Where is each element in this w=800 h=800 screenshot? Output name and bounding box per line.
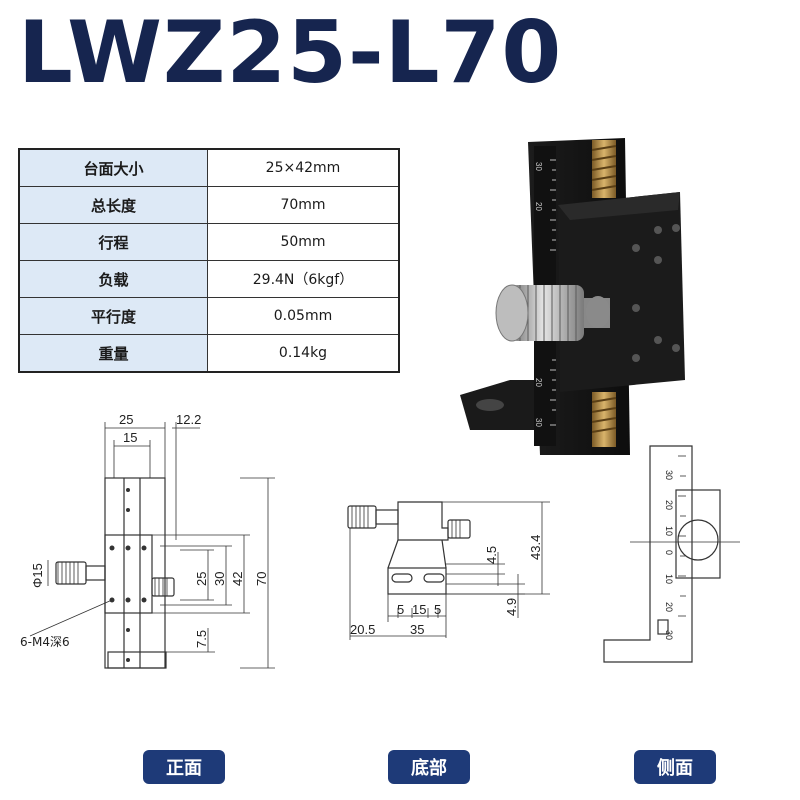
dim-label: 70 <box>254 572 269 586</box>
spec-row: 重量 0.14kg <box>18 334 400 373</box>
spec-value: 0.14kg <box>207 334 400 373</box>
dim-label: 43.4 <box>528 535 543 560</box>
front-view-button[interactable]: 正面 <box>143 750 225 784</box>
front-view-drawing: 25 12.2 15 Φ15 25 30 42 70 7.5 6-M4深6 <box>20 412 275 669</box>
spec-value: 25×42mm <box>207 148 400 187</box>
dim-label: 4.9 <box>504 598 519 616</box>
scale-label: 0 <box>664 550 674 555</box>
scale-label: 20 <box>664 500 674 510</box>
spec-label: 负载 <box>18 260 208 298</box>
spec-value: 0.05mm <box>207 297 400 335</box>
dim-label: 5 <box>397 602 404 617</box>
spec-label: 行程 <box>18 223 208 261</box>
side-view-drawing: 30 20 10 0 10 20 30 <box>603 445 740 663</box>
spec-label: 重量 <box>18 334 208 373</box>
scale-label: 10 <box>664 526 674 536</box>
spec-value: 29.4N（6kgf） <box>207 260 400 298</box>
dim-label: 15 <box>123 430 137 445</box>
product-title: LWZ25-L70 <box>18 3 563 103</box>
scale-label: 10 <box>664 574 674 584</box>
side-view-button[interactable]: 侧面 <box>634 750 716 784</box>
spec-label: 总长度 <box>18 186 208 224</box>
dim-label: 25 <box>194 572 209 586</box>
dim-label: 20.5 <box>350 622 375 637</box>
dim-label: 35 <box>410 622 424 637</box>
dim-label: Φ15 <box>30 563 45 588</box>
spec-label: 平行度 <box>18 297 208 335</box>
scale-label: 30 <box>664 630 674 640</box>
spec-label: 台面大小 <box>18 148 208 187</box>
spec-row: 总长度 70mm <box>18 186 400 224</box>
spec-row: 行程 50mm <box>18 223 400 261</box>
dim-label: 7.5 <box>194 630 209 648</box>
spec-value: 50mm <box>207 223 400 261</box>
dim-label: 25 <box>119 412 133 427</box>
dim-label: 42 <box>230 572 245 586</box>
dim-label: 5 <box>434 602 441 617</box>
dim-label: 12.2 <box>176 412 201 427</box>
spec-table: 台面大小 25×42mm 总长度 70mm 行程 50mm 负载 29.4N（6… <box>18 148 400 373</box>
scale-label: 30 <box>534 162 543 171</box>
bottom-view-button[interactable]: 底部 <box>388 750 470 784</box>
dim-label: 15 <box>412 602 426 617</box>
bottom-view-drawing: 43.4 4.5 4.9 5 15 5 20.5 35 <box>347 501 550 640</box>
spec-value: 70mm <box>207 186 400 224</box>
dim-label: 6-M4深6 <box>20 635 70 649</box>
scale-label: 30 <box>664 470 674 480</box>
scale-label: 20 <box>534 202 543 211</box>
scale-label: 30 <box>534 418 543 427</box>
spec-row: 负载 29.4N（6kgf） <box>18 260 400 298</box>
scale-label: 20 <box>664 602 674 612</box>
product-photo: 30 20 10 10 20 30 <box>460 138 685 455</box>
dim-label: 4.5 <box>484 546 499 564</box>
spec-row: 平行度 0.05mm <box>18 297 400 335</box>
spec-row: 台面大小 25×42mm <box>18 148 400 187</box>
dim-label: 30 <box>212 572 227 586</box>
scale-label: 20 <box>534 378 543 387</box>
